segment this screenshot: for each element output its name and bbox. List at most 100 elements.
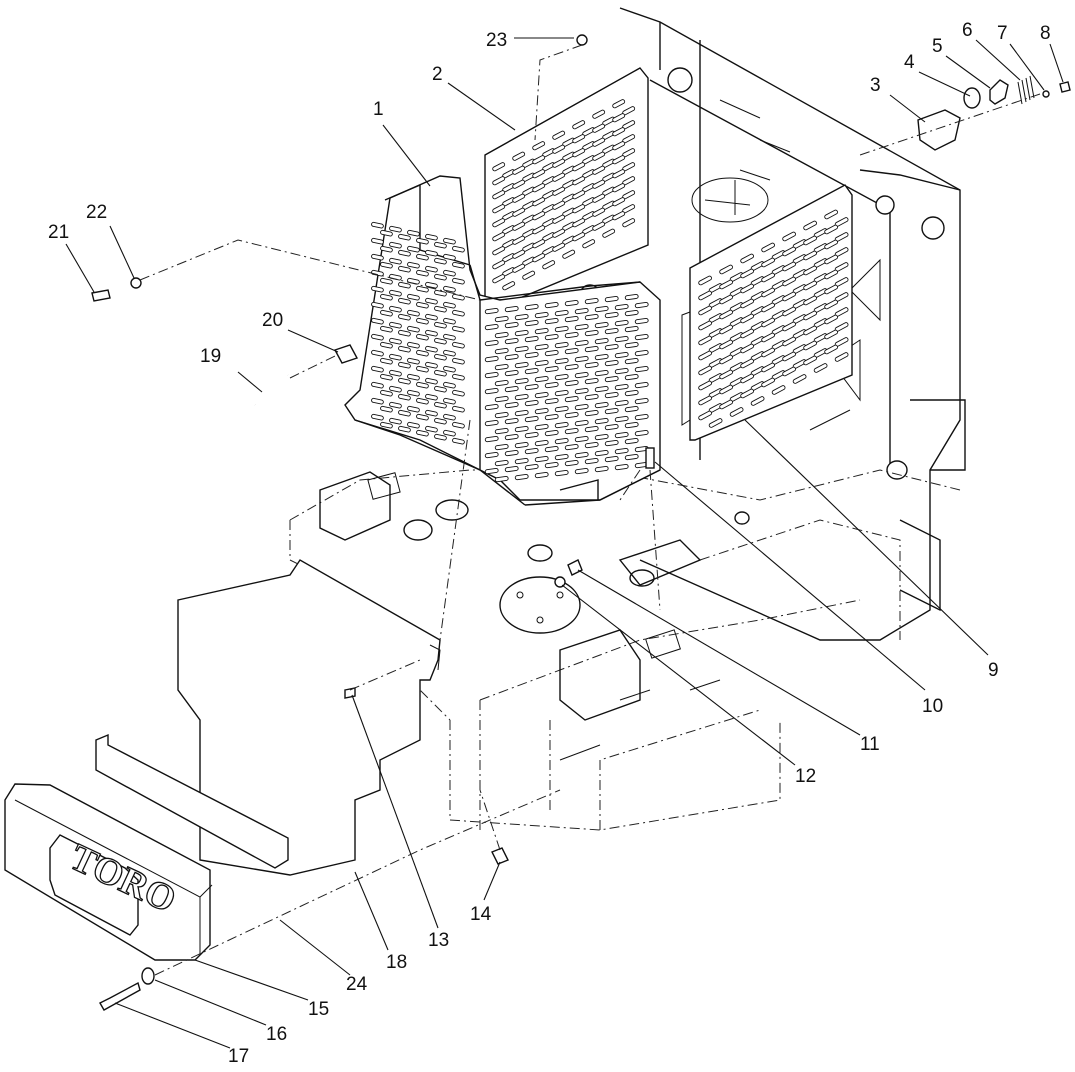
callout-15: 15 bbox=[308, 999, 329, 1020]
screen-slot bbox=[574, 339, 589, 347]
screen-slot bbox=[407, 309, 420, 317]
screen-slot bbox=[584, 297, 599, 305]
screen-slot bbox=[719, 279, 733, 290]
screen-slot bbox=[698, 290, 712, 301]
screen-slot bbox=[624, 373, 639, 381]
screen-slot bbox=[698, 320, 712, 331]
callout-9: 9 bbox=[988, 660, 999, 681]
screen-slot bbox=[443, 365, 456, 373]
screen-slot bbox=[425, 345, 438, 353]
screen-slot bbox=[407, 421, 420, 429]
screen-slot bbox=[443, 237, 456, 245]
callout-8: 8 bbox=[1040, 23, 1051, 44]
screen-slot bbox=[564, 443, 579, 451]
screen-slot bbox=[407, 357, 420, 365]
screen-slot bbox=[452, 437, 465, 445]
screen-slot bbox=[612, 197, 626, 207]
callout-18: 18 bbox=[386, 952, 407, 973]
screen-slot bbox=[634, 317, 649, 325]
screen-slot bbox=[534, 471, 549, 479]
screen-slot bbox=[514, 313, 529, 321]
callout-3: 3 bbox=[870, 75, 881, 96]
callout-2: 2 bbox=[432, 64, 443, 85]
screen-slot bbox=[512, 249, 526, 259]
callout-23: 23 bbox=[486, 30, 507, 51]
screen-slot bbox=[416, 349, 429, 357]
screen-slot bbox=[434, 385, 447, 393]
screen-slot bbox=[494, 395, 509, 403]
screen-slot bbox=[389, 305, 402, 313]
screen-slot bbox=[604, 439, 619, 447]
screen-slot bbox=[824, 224, 838, 235]
screen-slot bbox=[492, 176, 506, 186]
screen-slot bbox=[803, 325, 817, 336]
screen-slot bbox=[416, 285, 429, 293]
screen-slot bbox=[407, 373, 420, 381]
screen-slot bbox=[574, 419, 589, 427]
screen-slot bbox=[407, 245, 420, 253]
screen-slot bbox=[572, 176, 586, 186]
screen-slot bbox=[750, 396, 765, 406]
screen-slot bbox=[542, 260, 556, 270]
screen-slot bbox=[584, 393, 599, 401]
screen-slot bbox=[425, 281, 438, 289]
screen-slot bbox=[514, 473, 529, 481]
screen-slot bbox=[534, 439, 549, 447]
screen-slot bbox=[544, 317, 559, 325]
screen-slot bbox=[443, 301, 456, 309]
screen-slot bbox=[544, 413, 559, 421]
part-2-rear-screen bbox=[484, 67, 649, 301]
screen-slot bbox=[389, 369, 402, 377]
screen-slot bbox=[562, 249, 576, 259]
screen-slot bbox=[614, 383, 629, 391]
screen-slot bbox=[398, 377, 411, 385]
screen-slot bbox=[564, 315, 579, 323]
screen-slot bbox=[371, 333, 384, 341]
screen-slot bbox=[416, 269, 429, 277]
screen-slot bbox=[552, 214, 566, 224]
screen-slot bbox=[484, 435, 499, 443]
screen-slot bbox=[574, 323, 589, 331]
screen-slot bbox=[407, 325, 420, 333]
screen-slot bbox=[698, 305, 712, 316]
screen-slot bbox=[594, 449, 609, 457]
screen-slot bbox=[604, 375, 619, 383]
screen-slot bbox=[544, 349, 559, 357]
callout-1: 1 bbox=[373, 99, 384, 120]
screen-slot bbox=[624, 437, 639, 445]
screen-slot bbox=[398, 313, 411, 321]
screen-slot bbox=[524, 399, 539, 407]
screen-slot bbox=[524, 383, 539, 391]
screen-slot bbox=[504, 433, 519, 441]
screen-slot bbox=[443, 349, 456, 357]
screen-slot bbox=[803, 250, 817, 261]
screen-slot bbox=[592, 123, 606, 133]
screen-slot bbox=[740, 283, 754, 294]
screen-slot bbox=[425, 425, 438, 433]
screen-slot bbox=[740, 253, 754, 264]
screen-slot bbox=[612, 183, 626, 193]
screen-slot bbox=[484, 387, 499, 395]
screen-slot bbox=[554, 373, 569, 381]
screen-slot bbox=[524, 351, 539, 359]
screen-slot bbox=[407, 389, 420, 397]
screen-slot bbox=[416, 301, 429, 309]
screen-slot bbox=[564, 347, 579, 355]
screen-slot bbox=[740, 373, 754, 384]
screen-slot bbox=[452, 389, 465, 397]
screen-slot bbox=[624, 341, 639, 349]
screen-slot bbox=[371, 365, 384, 373]
screen-slot bbox=[416, 333, 429, 341]
screen-slot bbox=[534, 311, 549, 319]
screen-slot bbox=[371, 221, 384, 229]
screen-slot bbox=[389, 241, 402, 249]
screen-slot bbox=[554, 437, 569, 445]
screen-slot bbox=[564, 299, 579, 307]
screen-slot bbox=[564, 427, 579, 435]
screen-slot bbox=[624, 389, 639, 397]
screen-slot bbox=[398, 345, 411, 353]
screen-slot bbox=[371, 349, 384, 357]
screen-slot bbox=[592, 207, 606, 217]
screen-slot bbox=[532, 211, 546, 221]
